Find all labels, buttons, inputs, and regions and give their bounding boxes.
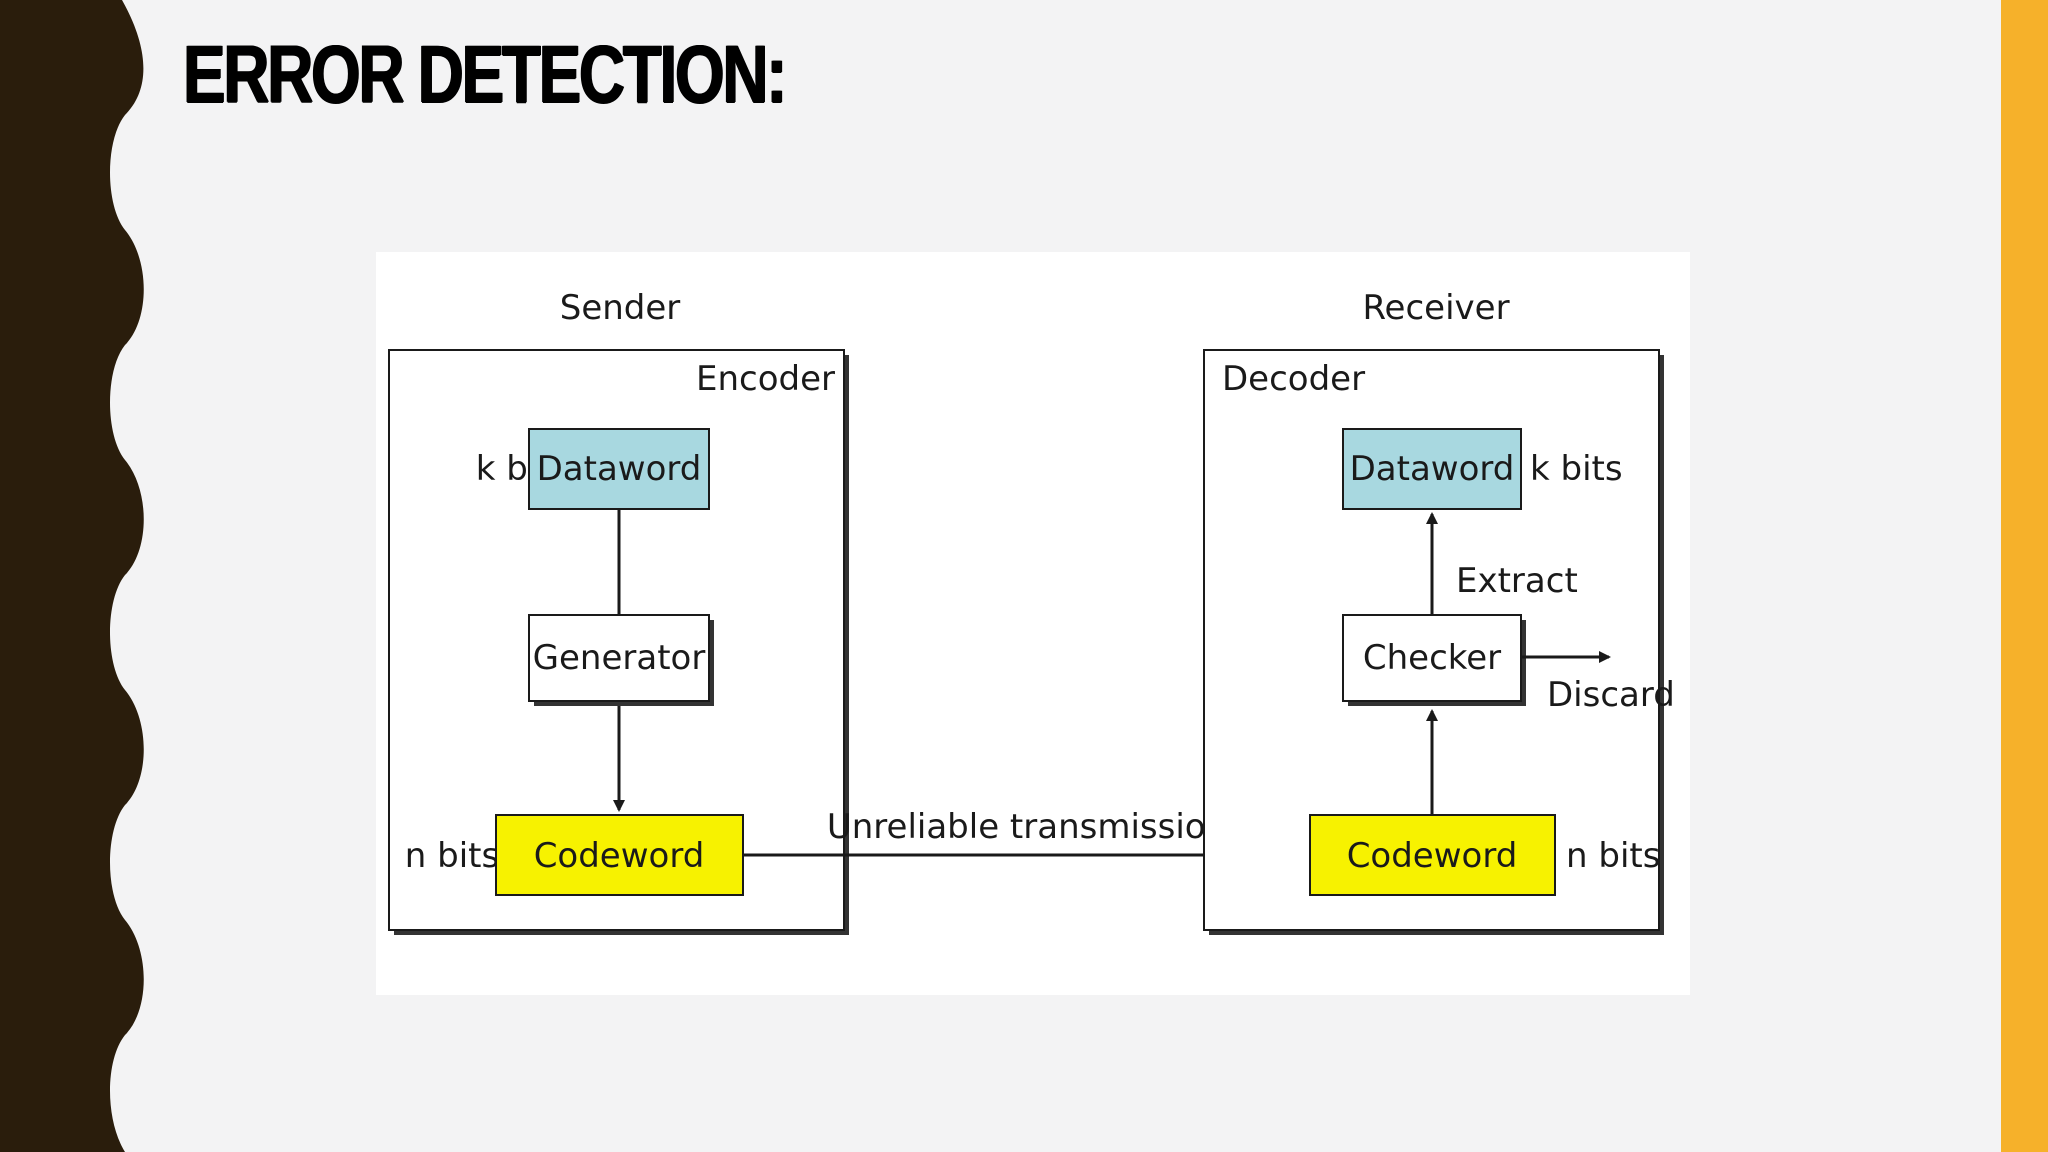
diagram-panel: Sender Encoder k bits Dataword Generator <box>376 252 1690 995</box>
slide-title: ERROR DETECTION: <box>183 29 787 120</box>
error-detection-diagram: Sender Encoder k bits Dataword Generator <box>388 288 1675 935</box>
receiver-codeword-box <box>1309 814 1556 896</box>
checker-box <box>1342 614 1526 706</box>
extract-label: Extract <box>1456 561 1578 601</box>
discard-label: Discard <box>1547 675 1675 715</box>
unreliable-transmission-label: Unreliable transmission <box>827 807 1227 847</box>
receiver-dataword-size-label: k bits <box>1530 449 1623 489</box>
receiver-codeword-label: Codeword <box>1347 836 1518 876</box>
receiver-label: Receiver <box>1362 288 1509 328</box>
sender-codeword-box <box>495 814 744 896</box>
left-wavy-band <box>0 0 144 1152</box>
sender-label: Sender <box>560 288 681 328</box>
sender-dataword-label: Dataword <box>537 449 702 489</box>
generator-box <box>528 614 714 706</box>
receiver-dataword-box <box>1342 428 1522 510</box>
sender-codeword-label: Codeword <box>534 836 705 876</box>
decoder-label: Decoder <box>1222 359 1365 399</box>
sender-codeword-size-label: n bits <box>405 836 499 876</box>
receiver-dataword-label: Dataword <box>1350 449 1515 489</box>
sender-dataword-box <box>528 428 710 510</box>
checker-label: Checker <box>1363 638 1501 678</box>
generator-label: Generator <box>533 638 706 678</box>
receiver-codeword-size-label: n bits <box>1566 836 1660 876</box>
encoder-label: Encoder <box>696 359 835 399</box>
wavy-band-shape <box>0 0 144 1152</box>
right-accent-bar <box>2001 0 2048 1152</box>
